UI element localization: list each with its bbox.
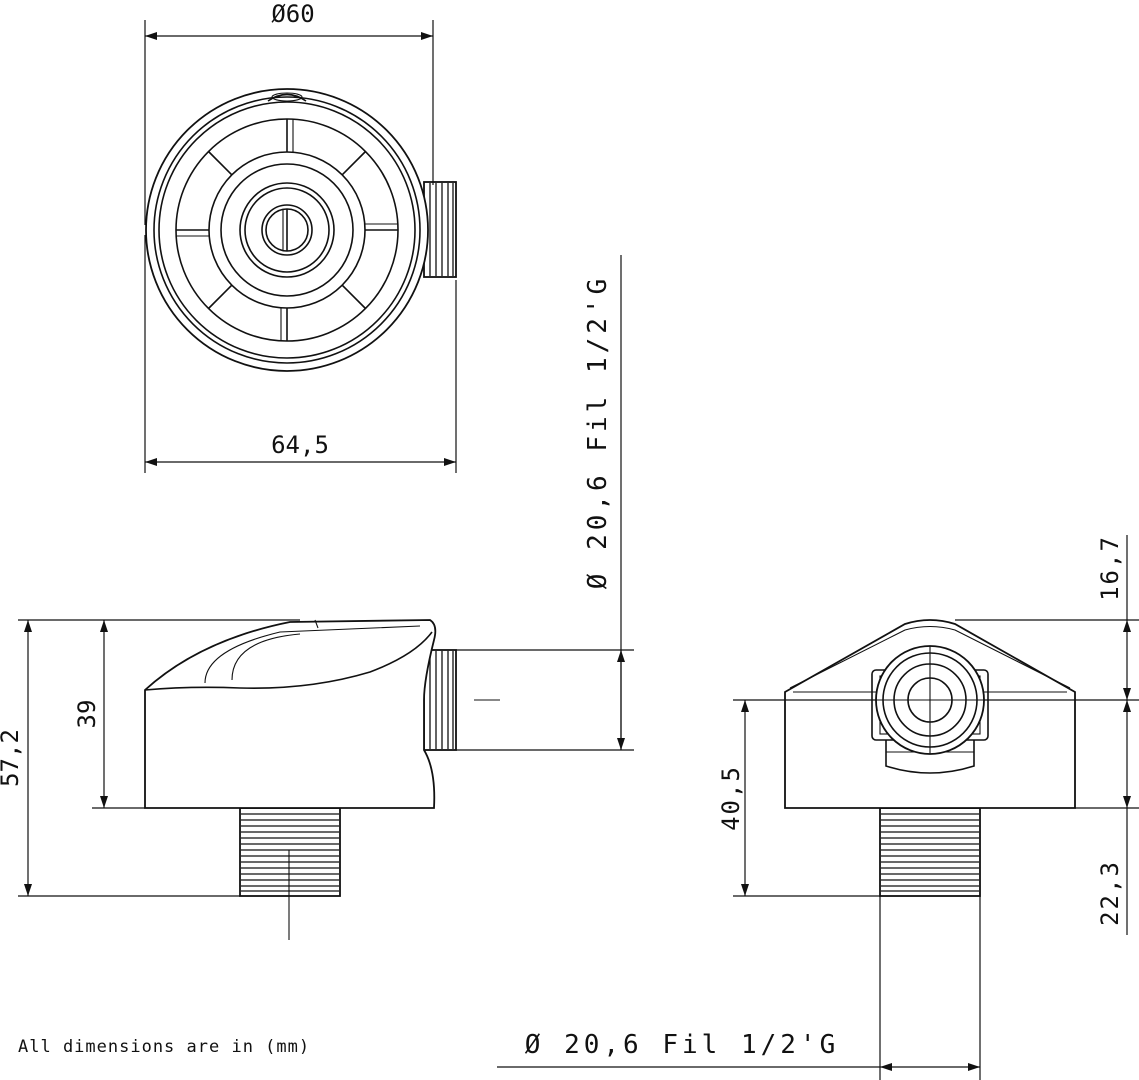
front-view [784, 619, 1076, 897]
side-view [144, 619, 500, 940]
dim-thread-vertical: Ø 20,6 Fil 1/2'G [456, 255, 634, 751]
dim-thread-vertical-label: Ø 20,6 Fil 1/2'G [583, 275, 613, 589]
dim-height-total: 57,2 [0, 619, 300, 897]
dim-height-right-center: 40,5 [717, 699, 880, 897]
side-view-bottom-thread [239, 807, 341, 897]
dim-height-body-label: 39 [73, 700, 101, 729]
dim-height-right-center-label: 40,5 [717, 765, 745, 831]
dim-thread-horizontal-label: Ø 20,6 Fil 1/2'G [525, 1030, 839, 1060]
dim-height-body: 39 [73, 620, 145, 809]
side-view-body [144, 619, 437, 809]
units-note: All dimensions are in (mm) [18, 1037, 310, 1057]
dim-top-diameter: Ø60 [144, 0, 434, 225]
top-view-thread-stub [423, 181, 457, 278]
dim-top-width-label: 64,5 [271, 431, 329, 459]
top-view [145, 88, 457, 372]
dim-top-diameter-label: Ø60 [271, 0, 314, 28]
dim-bottom-offset: 22,3 [1096, 700, 1131, 935]
dim-height-total-label: 57,2 [0, 729, 24, 787]
front-view-bottom-thread [879, 807, 981, 897]
dim-bottom-offset-label: 22,3 [1096, 860, 1124, 926]
dim-top-offset: 16,7 [955, 535, 1139, 809]
top-view-segments [176, 119, 398, 341]
dim-top-offset-label: 16,7 [1096, 535, 1124, 601]
dim-thread-horizontal: Ø 20,6 Fil 1/2'G [497, 896, 981, 1080]
side-view-side-thread [423, 649, 457, 751]
dim-top-width: 64,5 [144, 235, 457, 473]
